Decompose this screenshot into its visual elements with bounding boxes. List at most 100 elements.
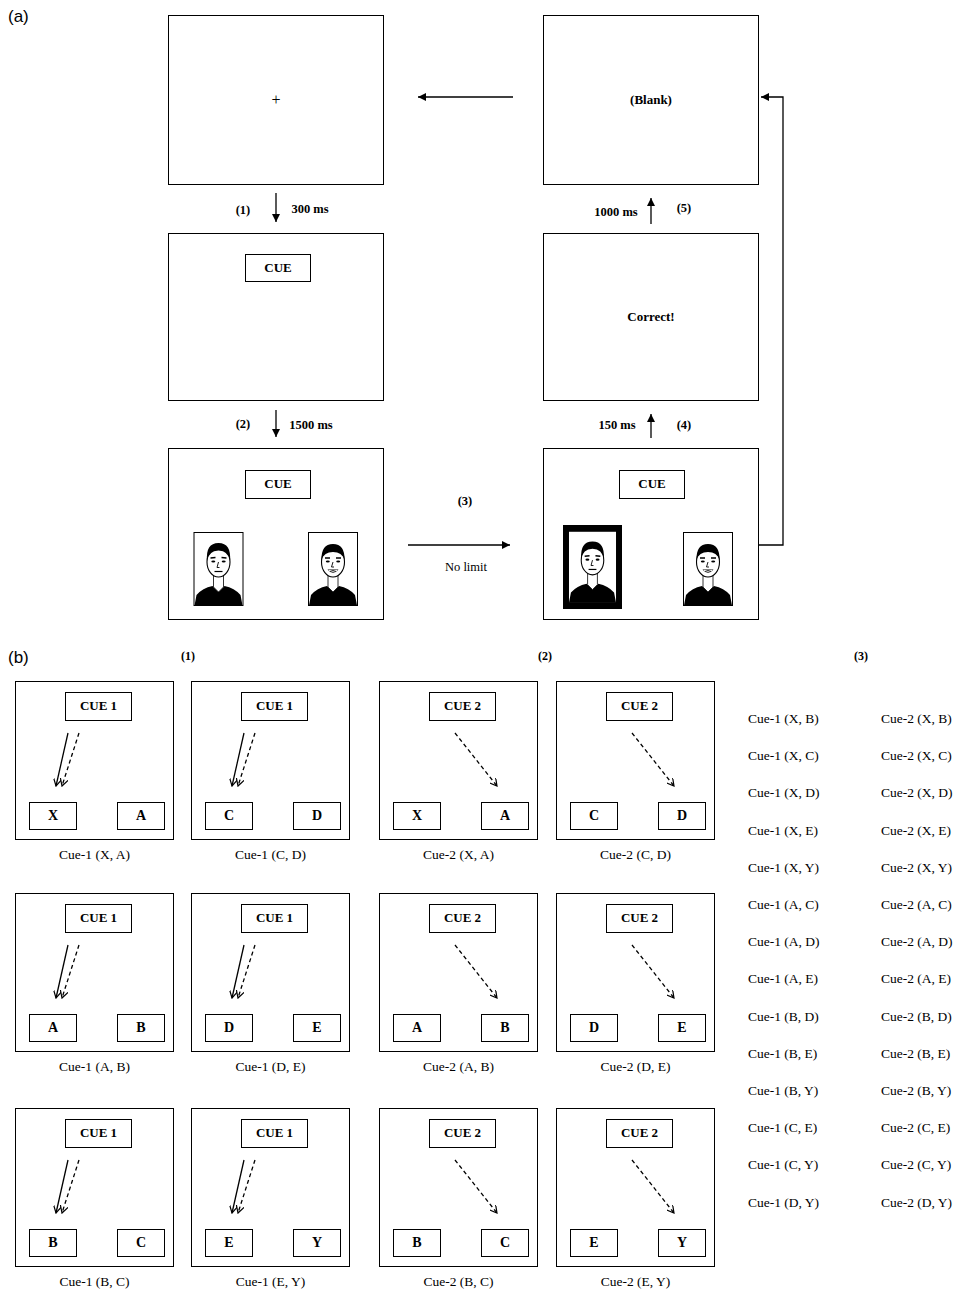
option-box: B	[29, 1229, 77, 1257]
face-photo	[684, 533, 733, 606]
cue-box: CUE 1	[241, 904, 308, 933]
cue-text: CUE 1	[256, 911, 293, 926]
panel-caption: Cue-1 (B, C)	[59, 1274, 129, 1290]
option-letter: B	[500, 1020, 509, 1036]
condition-label: Cue-2 (B, E)	[881, 1046, 950, 1062]
cue-text: CUE 2	[621, 1126, 658, 1141]
cue-text: CUE 1	[80, 1126, 117, 1141]
screen-frame: CUE	[168, 448, 384, 620]
option-letter: E	[312, 1020, 321, 1036]
condition-label: Cue-2 (X, E)	[881, 823, 951, 839]
condition-label: Cue-1 (A, D)	[748, 934, 820, 950]
trial-panel: Cue-2 (A, B)CUE 2AB	[379, 893, 538, 1052]
cue-box: CUE 2	[606, 1119, 673, 1148]
face-photo	[309, 533, 358, 606]
choice-arrow	[62, 1160, 79, 1213]
trial-panel: Cue-1 (D, E)CUE 1DE	[191, 893, 350, 1052]
condition-label: Cue-1 (C, Y)	[748, 1158, 818, 1174]
panel-caption: Cue-2 (E, Y)	[601, 1274, 671, 1290]
choice-arrow	[632, 945, 674, 998]
cue-text: CUE 2	[621, 911, 658, 926]
choice-arrow	[455, 945, 497, 998]
option-letter: A	[500, 808, 510, 824]
option-box: E	[293, 1014, 341, 1042]
flow-arrow	[759, 97, 783, 545]
option-letter: Y	[677, 1235, 687, 1251]
cue-box: CUE	[245, 470, 311, 499]
condition-label: Cue-2 (C, E)	[881, 1120, 950, 1136]
condition-label: Cue-2 (X, C)	[881, 748, 952, 764]
option-box: E	[205, 1229, 253, 1257]
option-letter: D	[677, 808, 687, 824]
cue-box: CUE 2	[429, 904, 496, 933]
trial-panel: Cue-1 (A, B)CUE 1AB	[15, 893, 174, 1052]
choice-arrow	[232, 945, 244, 998]
option-letter: B	[412, 1235, 421, 1251]
panel-caption: Cue-1 (E, Y)	[236, 1274, 306, 1290]
trial-panel: Cue-1 (C, D)CUE 1CD	[191, 681, 350, 840]
option-letter: A	[48, 1020, 58, 1036]
option-letter: D	[312, 808, 322, 824]
cue-text: CUE	[264, 477, 291, 492]
cue-text: CUE 2	[444, 911, 481, 926]
trial-panel: Cue-2 (E, Y)CUE 2EY	[556, 1108, 715, 1267]
option-letter: D	[589, 1020, 599, 1036]
condition-label: Cue-2 (A, C)	[881, 897, 952, 913]
trial-panel: Cue-2 (B, C)CUE 2BC	[379, 1108, 538, 1267]
screen-frame: Correct!	[543, 233, 759, 401]
step-number: (5)	[677, 201, 692, 215]
option-box: X	[393, 802, 441, 830]
option-box: A	[117, 802, 165, 830]
choice-arrow	[56, 1160, 68, 1213]
duration-label: 150 ms	[598, 418, 635, 432]
screen-text: Correct!	[627, 310, 674, 325]
flow-arrow	[408, 544, 510, 545]
cue-box: CUE 1	[241, 1119, 308, 1148]
choice-arrow	[455, 733, 497, 786]
condition-label: Cue-2 (X, Y)	[881, 860, 952, 876]
trial-panel: Cue-2 (X, A)CUE 2XA	[379, 681, 538, 840]
condition-label: Cue-1 (C, E)	[748, 1120, 817, 1136]
option-letter: C	[500, 1235, 510, 1251]
condition-label: Cue-1 (A, E)	[748, 972, 818, 988]
cue-box: CUE 2	[606, 904, 673, 933]
cue-box: CUE 1	[65, 692, 132, 721]
condition-label: Cue-2 (A, E)	[881, 972, 951, 988]
column-number: (1)	[181, 650, 195, 664]
option-box: B	[117, 1014, 165, 1042]
flow-arrow	[418, 96, 513, 97]
choice-arrow	[632, 733, 674, 786]
option-box: E	[658, 1014, 706, 1042]
cue-box: CUE	[245, 254, 311, 282]
condition-label: Cue-2 (X, D)	[881, 786, 953, 802]
panel-label: (b)	[8, 648, 29, 668]
condition-label: Cue-2 (B, Y)	[881, 1083, 951, 1099]
condition-label: Cue-1 (B, D)	[748, 1009, 819, 1025]
step-number: (1)	[236, 203, 251, 217]
condition-label: Cue-1 (X, D)	[748, 786, 820, 802]
cue-box: CUE	[619, 470, 685, 499]
option-box: D	[293, 802, 341, 830]
option-letter: A	[136, 808, 146, 824]
condition-label: Cue-1 (D, Y)	[748, 1195, 819, 1211]
cue-box: CUE 2	[429, 692, 496, 721]
condition-label: Cue-1 (B, E)	[748, 1046, 817, 1062]
flow-arrow	[275, 193, 276, 222]
duration-label: 300 ms	[291, 202, 328, 216]
screen-frame: CUE	[168, 233, 384, 401]
panel-caption: Cue-1 (C, D)	[235, 847, 306, 863]
screen-text: (Blank)	[630, 93, 672, 108]
choice-arrow	[232, 733, 244, 786]
option-letter: E	[224, 1235, 233, 1251]
option-box: E	[570, 1229, 618, 1257]
panel-caption: Cue-1 (D, E)	[235, 1059, 305, 1075]
panel-caption: Cue-1 (A, B)	[59, 1059, 130, 1075]
step-number: (3)	[458, 494, 473, 508]
cue-text: CUE 1	[256, 699, 293, 714]
option-letter: X	[48, 808, 58, 824]
option-letter: A	[412, 1020, 422, 1036]
face-photo	[194, 533, 243, 606]
screen-frame: CUE	[543, 448, 759, 620]
